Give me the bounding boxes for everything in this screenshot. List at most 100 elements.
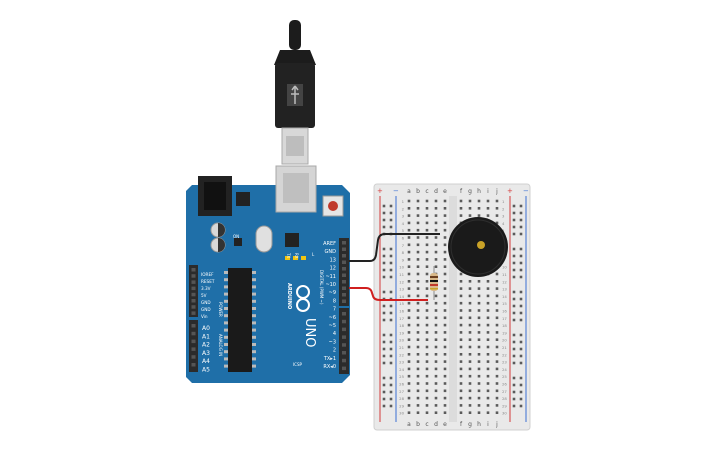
breadboard-hole[interactable]: [416, 207, 420, 210]
breadboard-hole[interactable]: [443, 265, 447, 268]
breadboard-hole[interactable]: [425, 265, 429, 268]
breadboard-hole[interactable]: [477, 214, 481, 217]
breadboard-hole[interactable]: [416, 243, 420, 247]
breadboard-hole[interactable]: [468, 309, 472, 312]
breadboard-hole[interactable]: [443, 236, 447, 239]
breadboard-hole[interactable]: [477, 345, 481, 349]
breadboard-hole[interactable]: [468, 345, 472, 349]
header-hole[interactable]: [191, 347, 196, 351]
breadboard-hole[interactable]: [495, 367, 499, 371]
breadboard-hole[interactable]: [486, 411, 490, 414]
rail-hole[interactable]: [382, 376, 386, 380]
breadboard-hole[interactable]: [434, 250, 438, 254]
breadboard-hole[interactable]: [407, 389, 411, 393]
breadboard-hole[interactable]: [495, 214, 499, 217]
rail-hole[interactable]: [512, 247, 516, 251]
breadboard-hole[interactable]: [495, 301, 499, 305]
rail-hole[interactable]: [512, 383, 516, 387]
breadboard-hole[interactable]: [495, 345, 499, 349]
breadboard-hole[interactable]: [459, 382, 463, 385]
breadboard-hole[interactable]: [425, 404, 429, 407]
breadboard-hole[interactable]: [459, 345, 463, 349]
header-hole[interactable]: [191, 311, 196, 315]
rail-hole[interactable]: [512, 204, 516, 208]
breadboard-hole[interactable]: [459, 389, 463, 393]
breadboard-hole[interactable]: [459, 353, 463, 356]
breadboard-hole[interactable]: [425, 411, 429, 414]
breadboard-hole[interactable]: [434, 265, 438, 268]
rail-hole[interactable]: [389, 211, 393, 215]
rail-hole[interactable]: [512, 397, 516, 401]
rail-hole[interactable]: [519, 383, 523, 387]
header-hole[interactable]: [342, 351, 346, 355]
breadboard-hole[interactable]: [468, 382, 472, 385]
breadboard-hole[interactable]: [477, 207, 481, 210]
breadboard-hole[interactable]: [468, 338, 472, 341]
wire-black-gnd-to-buzzer[interactable]: [349, 233, 440, 262]
breadboard-hole[interactable]: [477, 199, 481, 203]
breadboard-hole[interactable]: [434, 236, 438, 239]
header-hole[interactable]: [342, 312, 346, 316]
breadboard-hole[interactable]: [477, 331, 481, 334]
breadboard-hole[interactable]: [477, 338, 481, 341]
rail-hole[interactable]: [512, 311, 516, 315]
rail-hole[interactable]: [389, 340, 393, 344]
breadboard-hole[interactable]: [434, 404, 438, 407]
breadboard-hole[interactable]: [495, 411, 499, 414]
header-hole[interactable]: [342, 327, 346, 332]
breadboard-hole[interactable]: [416, 287, 420, 290]
breadboard-hole[interactable]: [425, 309, 429, 312]
header-hole[interactable]: [191, 331, 196, 336]
rail-hole[interactable]: [512, 268, 516, 272]
header-hole[interactable]: [342, 247, 346, 252]
header-hole[interactable]: [342, 293, 346, 297]
breadboard-hole[interactable]: [407, 360, 411, 363]
breadboard-hole[interactable]: [477, 323, 481, 327]
rail-hole[interactable]: [512, 390, 516, 394]
breadboard-hole[interactable]: [495, 404, 499, 407]
rail-hole[interactable]: [519, 404, 523, 408]
breadboard-hole[interactable]: [416, 265, 420, 268]
rail-hole[interactable]: [519, 340, 523, 344]
breadboard-hole[interactable]: [416, 323, 420, 327]
breadboard-hole[interactable]: [486, 207, 490, 210]
breadboard-hole[interactable]: [477, 287, 481, 290]
rail-hole[interactable]: [389, 268, 393, 272]
header-hole[interactable]: [342, 343, 346, 347]
breadboard-hole[interactable]: [486, 374, 490, 378]
breadboard-hole[interactable]: [407, 236, 411, 239]
header-hole[interactable]: [342, 358, 346, 363]
rail-hole[interactable]: [389, 390, 393, 394]
rail-hole[interactable]: [389, 261, 393, 265]
breadboard-hole[interactable]: [468, 301, 472, 305]
power-header[interactable]: [189, 265, 198, 317]
breadboard-hole[interactable]: [486, 345, 490, 349]
breadboard-hole[interactable]: [416, 250, 420, 254]
breadboard-hole[interactable]: [434, 360, 438, 363]
header-hole[interactable]: [342, 335, 346, 339]
breadboard-hole[interactable]: [486, 294, 490, 298]
breadboard-hole[interactable]: [486, 353, 490, 356]
header-hole[interactable]: [191, 363, 196, 367]
breadboard-hole[interactable]: [486, 367, 490, 371]
breadboard-hole[interactable]: [495, 316, 499, 320]
rail-hole[interactable]: [519, 290, 523, 294]
breadboard-hole[interactable]: [425, 367, 429, 371]
breadboard-hole[interactable]: [486, 280, 490, 283]
breadboard-hole[interactable]: [477, 294, 481, 298]
breadboard-hole[interactable]: [416, 199, 420, 203]
breadboard-hole[interactable]: [407, 374, 411, 378]
breadboard-hole[interactable]: [459, 214, 463, 217]
breadboard-hole[interactable]: [459, 294, 463, 298]
breadboard-hole[interactable]: [425, 272, 429, 276]
breadboard-hole[interactable]: [468, 287, 472, 290]
piezo-buzzer[interactable]: [448, 217, 508, 277]
breadboard-hole[interactable]: [477, 396, 481, 400]
breadboard-hole[interactable]: [443, 272, 447, 276]
breadboard-hole[interactable]: [416, 280, 420, 283]
breadboard-hole[interactable]: [443, 199, 447, 203]
rail-hole[interactable]: [519, 254, 523, 258]
breadboard-hole[interactable]: [443, 221, 447, 225]
breadboard-hole[interactable]: [443, 389, 447, 393]
